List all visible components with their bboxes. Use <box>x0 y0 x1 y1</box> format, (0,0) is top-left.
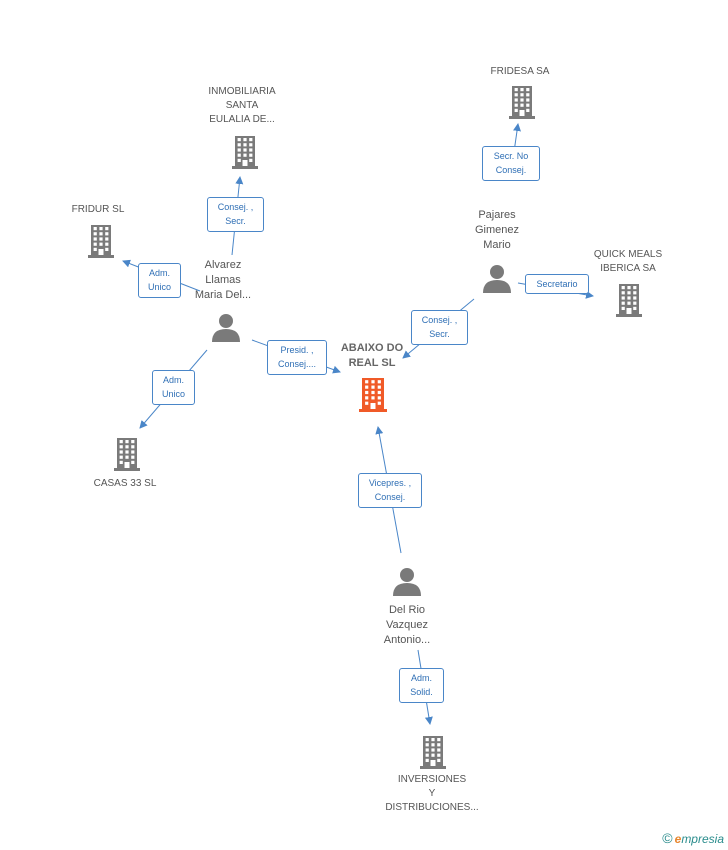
brand-name: mpresia <box>681 832 724 846</box>
node-label-fridesa[interactable]: FRIDESA SA <box>490 66 550 77</box>
edge-label-pajares-quick-meals[interactable]: Secretario <box>525 274 589 294</box>
building-icon-inversiones[interactable] <box>420 736 446 769</box>
edge-label-pajares-fridesa[interactable]: Secr. No Consej. <box>482 146 540 181</box>
person-icon-delrio[interactable] <box>393 568 421 596</box>
icons-layer <box>88 86 642 769</box>
building-icon-fridesa[interactable] <box>509 86 535 119</box>
edge-label-pajares-abaixo[interactable]: Consej. , Secr. <box>411 310 468 345</box>
edge-label-delrio-abaixo[interactable]: Vicepres. , Consej. <box>358 473 422 508</box>
copyright-symbol: © <box>662 830 673 846</box>
edge-label-alvarez-abaixo[interactable]: Presid. , Consej.... <box>267 340 327 375</box>
node-label-del-rio-vazquez[interactable]: Del Rio Vazquez Antonio... <box>383 604 431 646</box>
edge-label-alvarez-inmobiliaria[interactable]: Consej. , Secr. <box>207 197 264 232</box>
node-label-fridur[interactable]: FRIDUR SL <box>71 204 125 215</box>
node-label-casas-33[interactable]: CASAS 33 SL <box>93 478 157 489</box>
node-label-inversiones-distribuciones[interactable]: INVERSIONES Y DISTRIBUCIONES... <box>385 774 479 813</box>
node-label-pajares-gimenez[interactable]: Pajares Gimenez Mario <box>474 209 520 251</box>
brand-e: e <box>674 832 682 846</box>
person-icon-alvarez[interactable] <box>212 314 240 342</box>
building-icon-inmobiliaria[interactable] <box>232 136 258 169</box>
building-icon-casas-33[interactable] <box>114 438 140 471</box>
building-icon-quick-meals[interactable] <box>616 284 642 317</box>
edge-label-alvarez-casas33[interactable]: Adm. Unico <box>152 370 195 405</box>
building-icon-abaixo-do-real[interactable] <box>359 378 387 412</box>
node-label-abaixo-do-real[interactable]: ABAIXO DO REAL SL <box>340 342 404 369</box>
empresia-watermark: ©empresia <box>662 830 724 846</box>
edge-label-delrio-inversiones[interactable]: Adm. Solid. <box>399 668 444 703</box>
person-icon-pajares[interactable] <box>483 265 511 293</box>
node-label-inmobiliaria-santa-eulalia[interactable]: INMOBILIARIA SANTA EULALIA DE... <box>208 86 276 125</box>
node-label-quick-meals-iberica[interactable]: QUICK MEALS IBERICA SA <box>593 249 663 274</box>
building-icon-fridur[interactable] <box>88 225 114 258</box>
edge-label-alvarez-fridur[interactable]: Adm. Unico <box>138 263 181 298</box>
node-label-alvarez-llamas[interactable]: Alvarez Llamas Maria Del... <box>194 259 252 301</box>
